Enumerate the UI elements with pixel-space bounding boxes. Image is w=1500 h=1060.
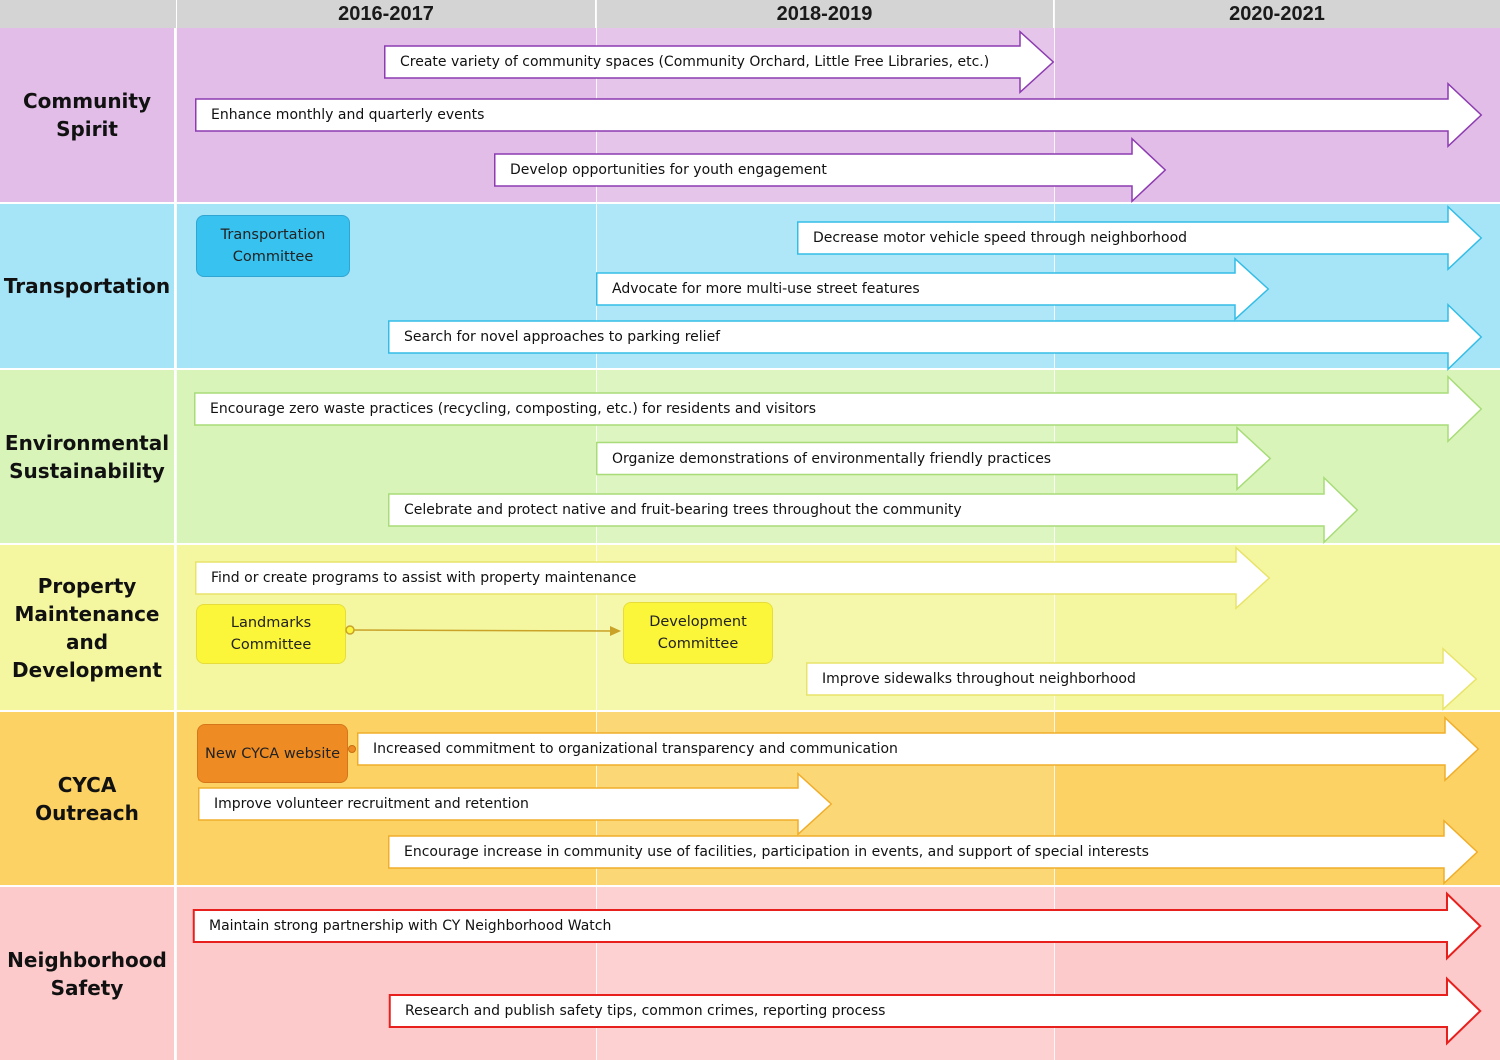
column-divider <box>1054 0 1055 1060</box>
arrow-body <box>195 82 1483 148</box>
timeline-arrow: Develop opportunities for youth engageme… <box>494 137 1167 203</box>
arrow-shape <box>806 647 1478 711</box>
arrow-shape <box>384 30 1055 94</box>
arrow-shape <box>494 137 1167 203</box>
transportation-committee-box: Transportation Committee <box>196 215 350 277</box>
timeline-arrow: Research and publish safety tips, common… <box>388 976 1482 1046</box>
arrow-shape <box>198 772 833 836</box>
arrow-shape <box>194 374 1483 444</box>
column-header-2018-2019: 2018-2019 <box>596 0 1054 28</box>
arrow-shape <box>596 257 1270 321</box>
band-label-neighborhood-safety: Neighborhood Safety <box>0 887 176 1060</box>
arrow-label: Increased commitment to organizational t… <box>373 741 898 757</box>
arrow-body <box>388 819 1479 885</box>
landmarks-committee-box: Landmarks Committee <box>196 604 346 664</box>
timeline-arrow: Improve sidewalks throughout neighborhoo… <box>806 647 1478 711</box>
arrow-body <box>192 891 1482 961</box>
arrow-label: Advocate for more multi-use street featu… <box>612 281 920 297</box>
arrow-shape <box>195 82 1483 148</box>
arrow-body <box>388 302 1483 372</box>
arrow-shape <box>596 426 1272 491</box>
timeline-arrow: Create variety of community spaces (Comm… <box>384 30 1055 94</box>
band-label-environmental-sustainability: Environmental Sustainability <box>0 370 176 543</box>
arrow-shape <box>192 891 1482 961</box>
arrow-label: Research and publish safety tips, common… <box>405 1003 886 1019</box>
band-label-property-maintenance: Property Maintenance and Development <box>0 545 176 710</box>
arrow-body <box>596 257 1270 321</box>
timeline-arrow: Decrease motor vehicle speed through nei… <box>797 205 1483 271</box>
arrow-shape <box>388 976 1482 1046</box>
column-header-2016-2017: 2016-2017 <box>177 0 596 28</box>
timeline-arrow: Enhance monthly and quarterly events <box>195 82 1483 148</box>
band-label-transportation: Transportation <box>0 204 176 368</box>
arrow-body <box>357 716 1480 782</box>
arrow-body <box>494 137 1167 203</box>
column-header-2020-2021: 2020-2021 <box>1054 0 1500 28</box>
arrow-body <box>388 475 1359 545</box>
new-cyca-website-box: New CYCA website <box>197 724 348 783</box>
band-label-cyca-outreach: CYCA Outreach <box>0 712 176 885</box>
column-divider <box>596 0 597 1060</box>
arrow-body <box>388 976 1482 1046</box>
arrow-label: Encourage zero waste practices (recyclin… <box>210 401 817 417</box>
connector-dot <box>348 745 356 753</box>
arrow-shape <box>388 302 1483 372</box>
connector-arrow <box>345 625 621 636</box>
timeline-arrow: Find or create programs to assist with p… <box>195 546 1271 610</box>
timeline-arrow: Organize demonstrations of environmental… <box>596 426 1272 491</box>
arrow-shape <box>357 716 1480 782</box>
timeline-arrow: Increased commitment to organizational t… <box>357 716 1480 782</box>
arrow-label: Decrease motor vehicle speed through nei… <box>813 230 1188 246</box>
timeline-arrow: Maintain strong partnership with CY Neig… <box>192 891 1482 961</box>
column-shade-2018-2019 <box>596 28 1054 1060</box>
arrow-label: Maintain strong partnership with CY Neig… <box>209 918 612 934</box>
timeline-arrow: Celebrate and protect native and fruit-b… <box>388 475 1359 545</box>
timeline-arrow: Search for novel approaches to parking r… <box>388 302 1483 372</box>
timeline-arrow: Improve volunteer recruitment and retent… <box>198 772 833 836</box>
timeline-arrow: Encourage increase in community use of f… <box>388 819 1479 885</box>
arrow-body <box>797 205 1483 271</box>
arrow-label: Improve sidewalks throughout neighborhoo… <box>822 671 1136 687</box>
arrow-label: Celebrate and protect native and fruit-b… <box>404 502 962 518</box>
arrow-label: Enhance monthly and quarterly events <box>211 107 485 123</box>
arrow-shape <box>797 205 1483 271</box>
arrow-label: Organize demonstrations of environmental… <box>612 450 1052 467</box>
arrow-body <box>384 30 1055 94</box>
header-corner <box>0 0 177 28</box>
development-committee-box: Development Committee <box>623 602 773 664</box>
timeline-arrow: Advocate for more multi-use street featu… <box>596 257 1270 321</box>
arrow-label: Search for novel approaches to parking r… <box>404 329 721 345</box>
arrow-body <box>596 426 1272 491</box>
arrow-shape <box>195 546 1271 610</box>
column-divider <box>176 0 177 1060</box>
band-label-community-spirit: Community Spirit <box>0 28 176 202</box>
arrow-label: Find or create programs to assist with p… <box>211 570 637 586</box>
arrow-shape <box>388 819 1479 885</box>
arrow-body <box>198 772 833 836</box>
arrow-body <box>195 546 1271 610</box>
arrow-label: Improve volunteer recruitment and retent… <box>214 796 529 812</box>
arrow-label: Develop opportunities for youth engageme… <box>510 162 827 178</box>
arrow-shape <box>388 475 1359 545</box>
arrow-label: Create variety of community spaces (Comm… <box>400 54 990 70</box>
arrow-label: Encourage increase in community use of f… <box>404 844 1149 860</box>
arrow-body <box>806 647 1478 711</box>
timeline-arrow: Encourage zero waste practices (recyclin… <box>194 374 1483 444</box>
arrow-body <box>194 374 1483 444</box>
